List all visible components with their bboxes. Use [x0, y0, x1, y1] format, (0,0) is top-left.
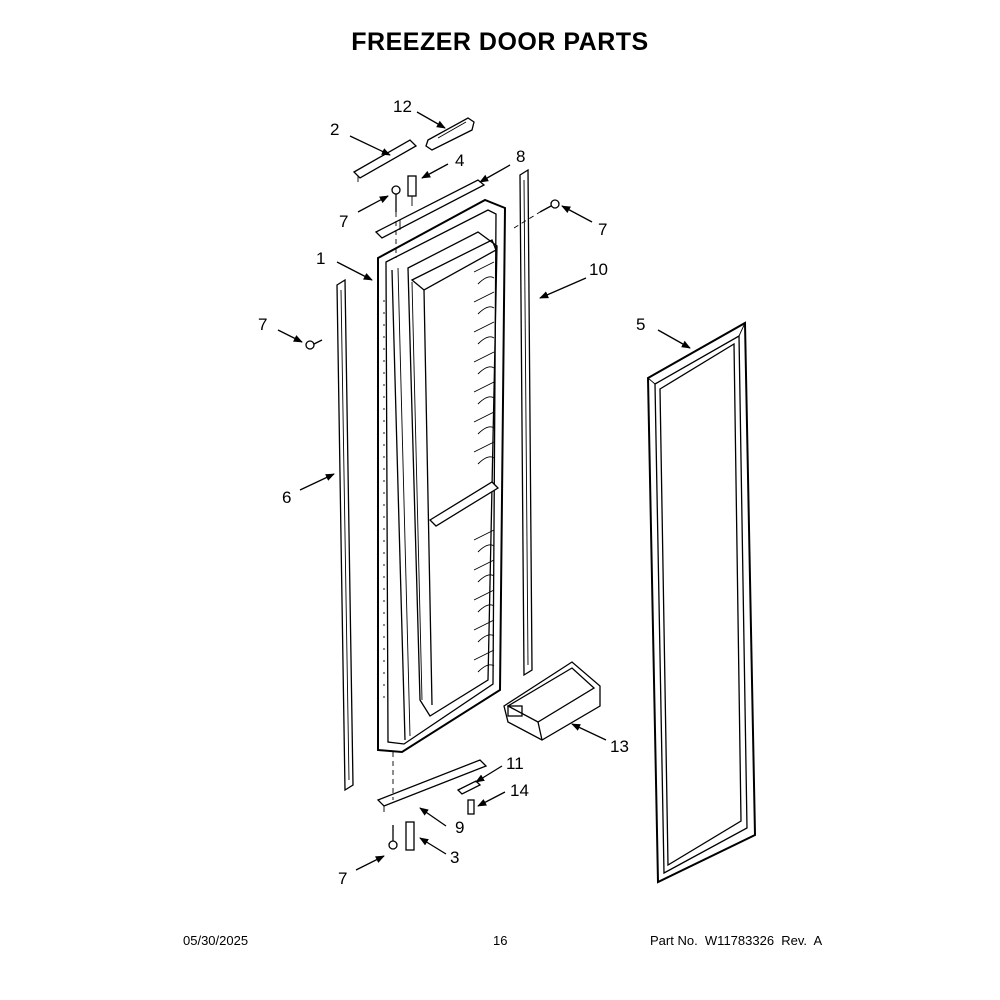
callout-3: 3 — [450, 848, 459, 867]
page-title: FREEZER DOOR PARTS — [351, 28, 649, 56]
callout-10: 10 — [589, 260, 608, 279]
callout-12: 12 — [393, 97, 412, 116]
callout-1: 1 — [316, 249, 325, 268]
callout-7-bottom: 7 — [338, 869, 347, 888]
alignment-line-right — [513, 211, 541, 229]
left-trim-strip-part — [336, 278, 354, 792]
callout-11: 11 — [506, 754, 524, 773]
top-bracket-part — [374, 179, 486, 239]
door-liner-part — [377, 198, 507, 754]
door-panel-part — [646, 321, 757, 884]
hinge-cover-part — [425, 117, 475, 151]
screw-parts — [305, 185, 560, 850]
callout-4: 4 — [455, 151, 464, 170]
callout-8: 8 — [516, 147, 525, 166]
callout-6: 6 — [282, 488, 291, 507]
top-pin-part — [407, 175, 417, 206]
bottom-clip-part — [456, 780, 482, 795]
leader-arrows — [277, 111, 691, 871]
callout-7-top-left: 7 — [339, 212, 348, 231]
callout-13: 13 — [610, 737, 629, 756]
bottom-pin-part — [405, 821, 415, 851]
bottom-screw-part — [467, 799, 475, 815]
footer-page-number: 16 — [493, 933, 508, 948]
callout-14: 14 — [510, 781, 529, 800]
callout-2: 2 — [330, 120, 339, 139]
bottom-bracket-part — [376, 759, 488, 812]
top-cap-part — [352, 139, 418, 182]
right-trim-strip-part — [519, 168, 533, 677]
door-bin-part — [503, 661, 601, 741]
callout-5: 5 — [636, 315, 645, 334]
footer-part-number: Part No. W11783326 Rev. A — [650, 933, 823, 948]
callout-7-top-right: 7 — [598, 220, 607, 239]
footer-date: 05/30/2025 — [183, 933, 249, 948]
callout-9: 9 — [455, 818, 464, 837]
callout-7-left: 7 — [258, 315, 267, 334]
